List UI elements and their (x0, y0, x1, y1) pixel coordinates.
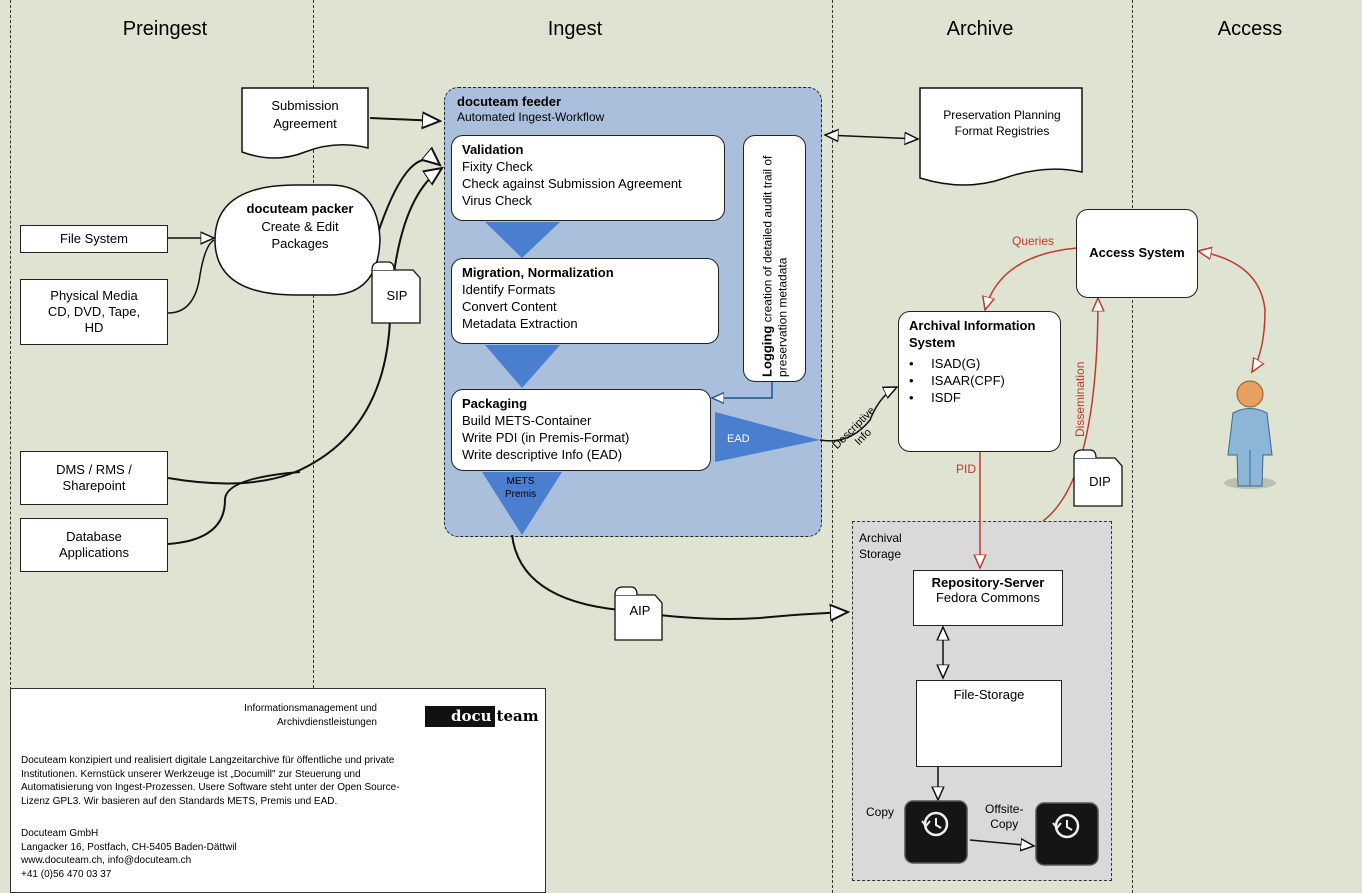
column-divider (1132, 0, 1133, 893)
repository-server-box: Repository-Server Fedora Commons (913, 570, 1063, 626)
footer-address: Docuteam GmbH Langacker 16, Postfach, CH… (21, 828, 237, 880)
offsite-copy-label: Offsite-Copy (985, 802, 1024, 831)
ead-label: EAD (727, 433, 750, 445)
aip-package-icon (614, 586, 663, 641)
archival-information-system-box: Archival Information System • ISAD(G) • … (898, 311, 1061, 452)
sip-label: SIP (386, 288, 408, 303)
submission-agreement-shape (241, 87, 369, 159)
sip-package-icon (371, 261, 421, 324)
footer-description: Docuteam konzipiert und realisiert digit… (21, 755, 400, 807)
column-title-preingest: Preingest (122, 18, 208, 40)
dip-label: DIP (1089, 474, 1111, 489)
offsite-disk-icon (1035, 802, 1099, 866)
column-title-archive: Archive (946, 18, 1014, 40)
feeder-subtitle: Automated Ingest-Workflow (457, 110, 605, 124)
docuteam-packer: docuteam packer Create & Edit Packages (246, 201, 354, 252)
access-system-box: Access System (1076, 209, 1198, 298)
dissemination-label: Dissemination (1073, 361, 1087, 437)
column-title-ingest: Ingest (547, 18, 603, 40)
feeder-title: docuteam feeder (457, 94, 562, 109)
mets-triangle (482, 472, 562, 535)
validation-box: Validation Fixity Check Check against Su… (451, 135, 725, 221)
column-divider (832, 0, 833, 893)
flow-triangle (485, 345, 560, 388)
copy-label: Copy (866, 805, 895, 819)
packaging-box: Packaging Build METS-Container Write PDI… (451, 389, 711, 471)
queries-label: Queries (1012, 234, 1055, 248)
column-divider (313, 0, 314, 893)
file-system-box: File System (20, 225, 168, 253)
aip-label: AIP (629, 603, 651, 618)
column-title-access: Access (1217, 18, 1283, 40)
column-divider (10, 0, 11, 690)
dip-package-icon (1073, 449, 1123, 507)
file-storage-box: File-Storage (916, 680, 1062, 767)
pid-label: PID (956, 462, 977, 476)
migration-box: Migration, Normalization Identify Format… (451, 258, 719, 344)
user-figure-icon (1224, 380, 1276, 489)
flow-triangle (485, 222, 560, 258)
packer-shape (214, 184, 381, 296)
logging-text: Logging creation of detailed audit trail… (758, 155, 790, 377)
logging-box: Logging creation of detailed audit trail… (743, 135, 806, 382)
preservation-planning-shape (919, 87, 1083, 186)
copy-disk-icon (904, 800, 968, 864)
ead-triangle (715, 412, 820, 462)
dms-rms-box: DMS / RMS /Sharepoint (20, 451, 168, 505)
